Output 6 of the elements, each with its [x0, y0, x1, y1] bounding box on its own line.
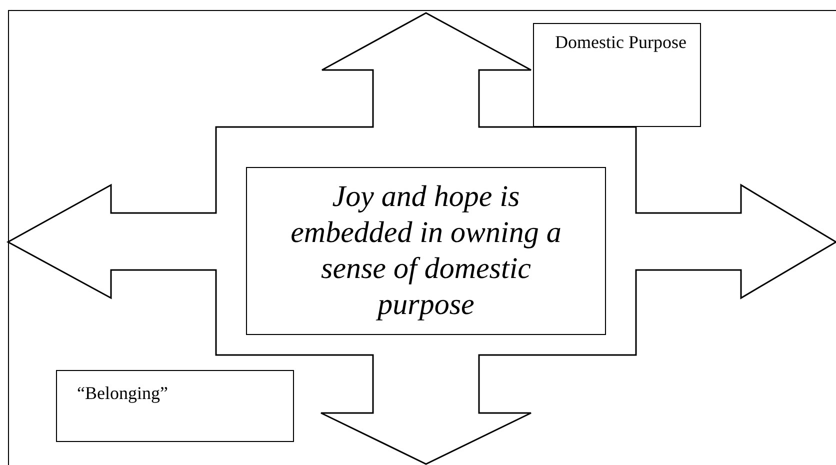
- box-text: Domestic Purpose: [555, 32, 686, 54]
- statement-box: [246, 167, 606, 335]
- box-text: Joy and hope is embedded in owning a sense of domestic purpose: [290, 179, 562, 323]
- label-box: [56, 370, 294, 442]
- label-box: [533, 23, 701, 127]
- box-text: “Belonging”: [77, 383, 168, 405]
